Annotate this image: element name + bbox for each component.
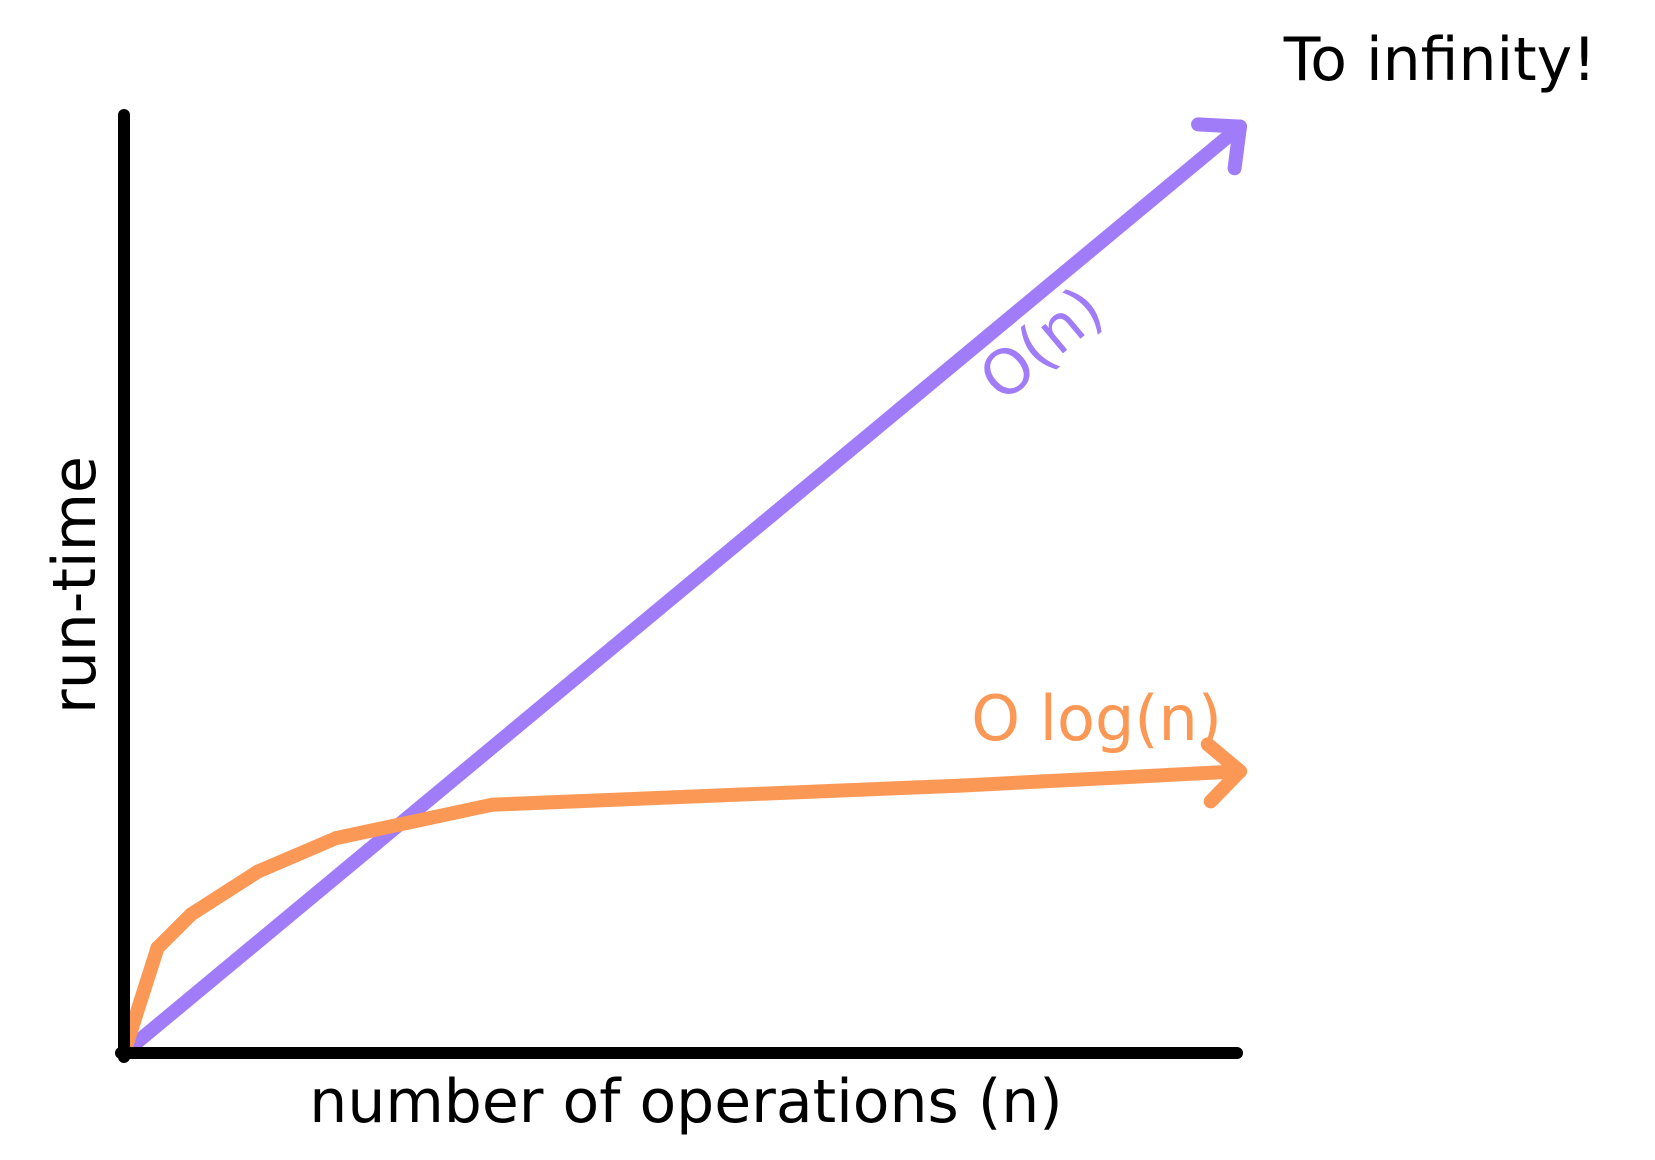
series-layer: O(n)O log(n)	[117, 117, 1247, 1060]
arrowhead-o-log-n	[1200, 737, 1247, 809]
series-line-o-n	[117, 119, 1247, 1060]
data-point-o-log-n-5	[485, 797, 500, 812]
x-axis-label: number of operations (n)	[309, 1067, 1062, 1137]
data-point-o-log-n-6	[954, 778, 968, 793]
data-point-o-log-n-2	[183, 907, 198, 922]
data-point-o-log-n-3	[250, 864, 265, 879]
y-axis-label: run-time	[40, 456, 110, 714]
axes-layer	[115, 109, 1243, 1063]
arrowhead-o-n	[1191, 117, 1247, 176]
data-point-o-log-n-4	[329, 831, 344, 846]
labels-layer: number of operations (n) run-time To inf…	[40, 25, 1596, 1137]
annotation-to-infinity: To infinity!	[1283, 25, 1597, 95]
data-point-o-log-n-1	[150, 940, 165, 955]
series-line-o-log-n	[117, 764, 1247, 1060]
series-label-o-log-n: O log(n)	[971, 682, 1222, 755]
